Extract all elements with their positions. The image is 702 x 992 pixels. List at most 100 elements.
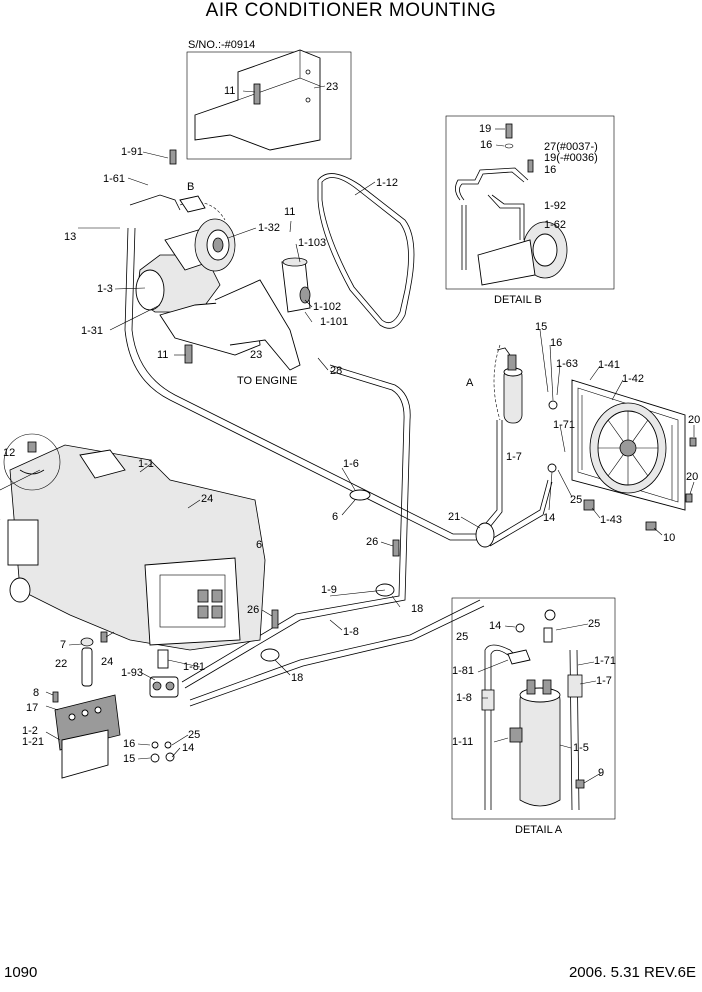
callout-1-42: 1-42 [622,373,644,385]
detail-a-callout-14: 14 [489,620,501,632]
bolt-8 [52,691,59,703]
callout-11: 11 [224,85,235,97]
washer-16 [548,400,558,410]
callout-22: 22 [55,658,67,670]
detail-b-caption: DETAIL B [494,294,542,306]
callout-23: 23 [326,81,338,93]
page-title: AIR CONDITIONER MOUNTING [205,0,497,21]
duct-outlet [7,519,39,566]
callout-21: 21 [448,511,460,523]
callout-18b: 18 [291,672,303,684]
receiver-drier [493,344,523,424]
callout-13: 13 [64,231,76,243]
detail-a-callout-1-7: 1-7 [596,675,612,687]
callout-14a: 14 [543,512,555,524]
clip-12-callout [3,433,61,491]
expansion-valve-fittings [149,649,179,763]
callout-1-3: 1-3 [97,283,113,295]
callout-1-103: 1-103 [298,237,326,249]
callout-12: 12 [3,447,15,459]
callout-1-41: 1-41 [598,359,620,371]
callout-15: 15 [535,321,547,333]
callout-1-43: 1-43 [600,514,622,526]
leader-lines [45,85,695,784]
bracket-23 [214,279,301,371]
washer-14 [547,463,557,473]
callout-1-93: 1-93 [121,667,143,679]
callout-25b: 25 [188,729,200,741]
callout-8: 8 [33,687,39,699]
callout-16d: 16 [550,337,562,349]
hose-1-6-lower [124,227,485,541]
page-number: 1090 [4,964,38,981]
callout-7: 7 [60,639,66,651]
callout-1-1: 1-1 [138,458,154,470]
callout-16: 16 [480,139,492,151]
bracket-1-11 [509,727,523,743]
callout-1-91: 1-91 [121,146,143,158]
callout-16e: 16 [123,738,135,750]
marker-b: B [187,181,194,193]
callout-labels: 11 23 19 16 27(#0037-) 19(-#0036) 16 1-9… [3,81,700,779]
callout-20a: 20 [688,414,700,426]
detail-a-callout-1-11: 1-11 [452,736,473,748]
detail-a-callout-9: 9 [598,767,604,779]
detail-b-inset: DETAIL B [445,115,615,306]
clamp-18b [260,648,280,662]
callout-1-2: 1-2 [22,725,38,737]
callout-1-8: 1-8 [343,626,359,638]
callout-28: 28 [330,365,342,377]
detail-a-callout-25b: 25 [588,618,600,630]
bolt-10 [645,521,657,531]
callout-15b: 15 [123,753,135,765]
bolt-9 [575,779,585,789]
callout-19: 19 [479,123,491,135]
clamp-21 [475,522,495,548]
callout-1-31: 1-31 [81,325,103,337]
belt-1-12 [317,173,415,329]
callout-1-102: 1-102 [313,301,341,313]
callout-1-21: 1-21 [22,736,44,748]
detail-a-caption: DETAIL A [515,824,563,836]
detail-a-callout-1-5: 1-5 [573,742,589,754]
serial-inset: S/NO.:-#0914 [186,39,352,160]
serial-inset-frame [186,51,352,160]
callout-11c: 11 [157,349,168,361]
callout-6a: 6 [332,511,338,523]
detail-a-callout-25a: 25 [456,631,468,643]
callout-1-81: 1-81 [183,661,205,673]
callout-1-9: 1-9 [321,584,337,596]
callout-1-63: 1-63 [556,358,578,370]
callout-17: 17 [26,702,38,714]
callout-1-61: 1-61 [103,173,125,185]
bolt-24b [100,631,108,643]
relief-valve-1-103 [281,257,311,313]
marker-a: A [466,377,474,389]
callout-27: 27(#0037-) [544,141,598,153]
callout-23b: 23 [250,349,262,361]
detail-a-callout-1-81: 1-81 [452,665,474,677]
serial-caption: S/NO.:-#0914 [188,39,255,51]
callout-16c: 16 [544,164,556,176]
receiver-1-5 [519,689,561,807]
hose-1-6-upper [184,364,411,689]
bolt-26a [392,539,400,557]
callout-19b: 19(-#0036) [544,152,598,164]
hose-1-8 [189,599,485,707]
detail-a-frame [451,597,616,820]
callout-25a: 25 [570,494,582,506]
filter-housing [144,557,241,646]
callout-1-101: 1-101 [320,316,348,328]
callout-26a: 26 [366,536,378,548]
to-engine-caption: TO ENGINE [237,375,297,387]
drain-hose-22 [81,647,93,687]
bolt-11-lower [184,344,193,364]
callout-18a: 18 [411,603,423,615]
fitting-1-91 [169,149,177,165]
compressor-assembly [129,149,301,371]
callout-1-6: 1-6 [343,458,359,470]
clamp-6 [349,489,371,501]
condenser-1-41 [547,379,697,531]
callout-11b: 11 [284,206,295,218]
